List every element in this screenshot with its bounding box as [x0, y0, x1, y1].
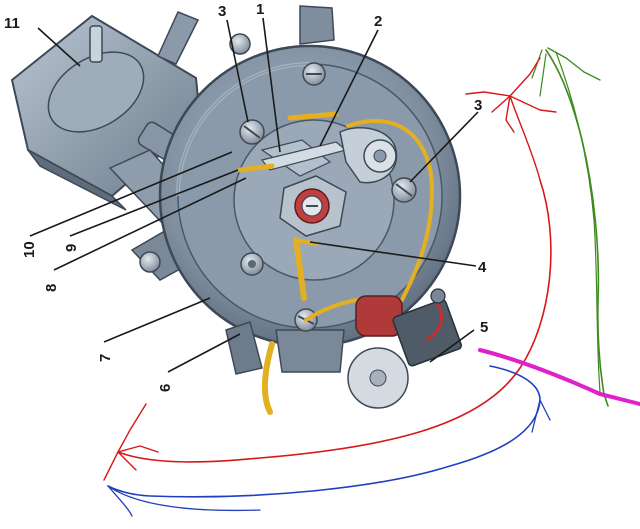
- screw-icon: [239, 119, 265, 145]
- callout-4: 4: [478, 259, 487, 276]
- screw-icon: [391, 177, 417, 203]
- callout-3-top: 3: [218, 3, 226, 20]
- capacitor-connector: [347, 288, 463, 409]
- callout-3-right: 3: [474, 97, 482, 114]
- screws: [229, 33, 417, 332]
- callout-9: 9: [63, 244, 80, 252]
- callout-2: 2: [374, 13, 382, 30]
- callout-1: 1: [256, 1, 264, 18]
- callout-7: 7: [97, 354, 114, 362]
- screw-icon: [240, 252, 264, 276]
- green-annotation-line: [545, 49, 609, 407]
- callout-10: 10: [21, 241, 38, 258]
- hand-drawn-annotations: [103, 47, 640, 517]
- screw-icon: [302, 62, 326, 86]
- callout-6: 6: [157, 384, 174, 392]
- callout-5: 5: [480, 319, 488, 336]
- yellow-wiring: [237, 111, 435, 415]
- screw-icon: [229, 33, 251, 55]
- magenta-annotation-line: [478, 348, 640, 406]
- callout-11: 11: [4, 15, 20, 32]
- callout-8: 8: [43, 284, 60, 292]
- callout-labels: 1 2 3 3 4 5 6 7 8 9 10 11: [4, 1, 488, 392]
- red-annotation-line: [117, 179, 552, 463]
- blue-annotation-line: [107, 365, 541, 498]
- leader-lines: [29, 17, 479, 373]
